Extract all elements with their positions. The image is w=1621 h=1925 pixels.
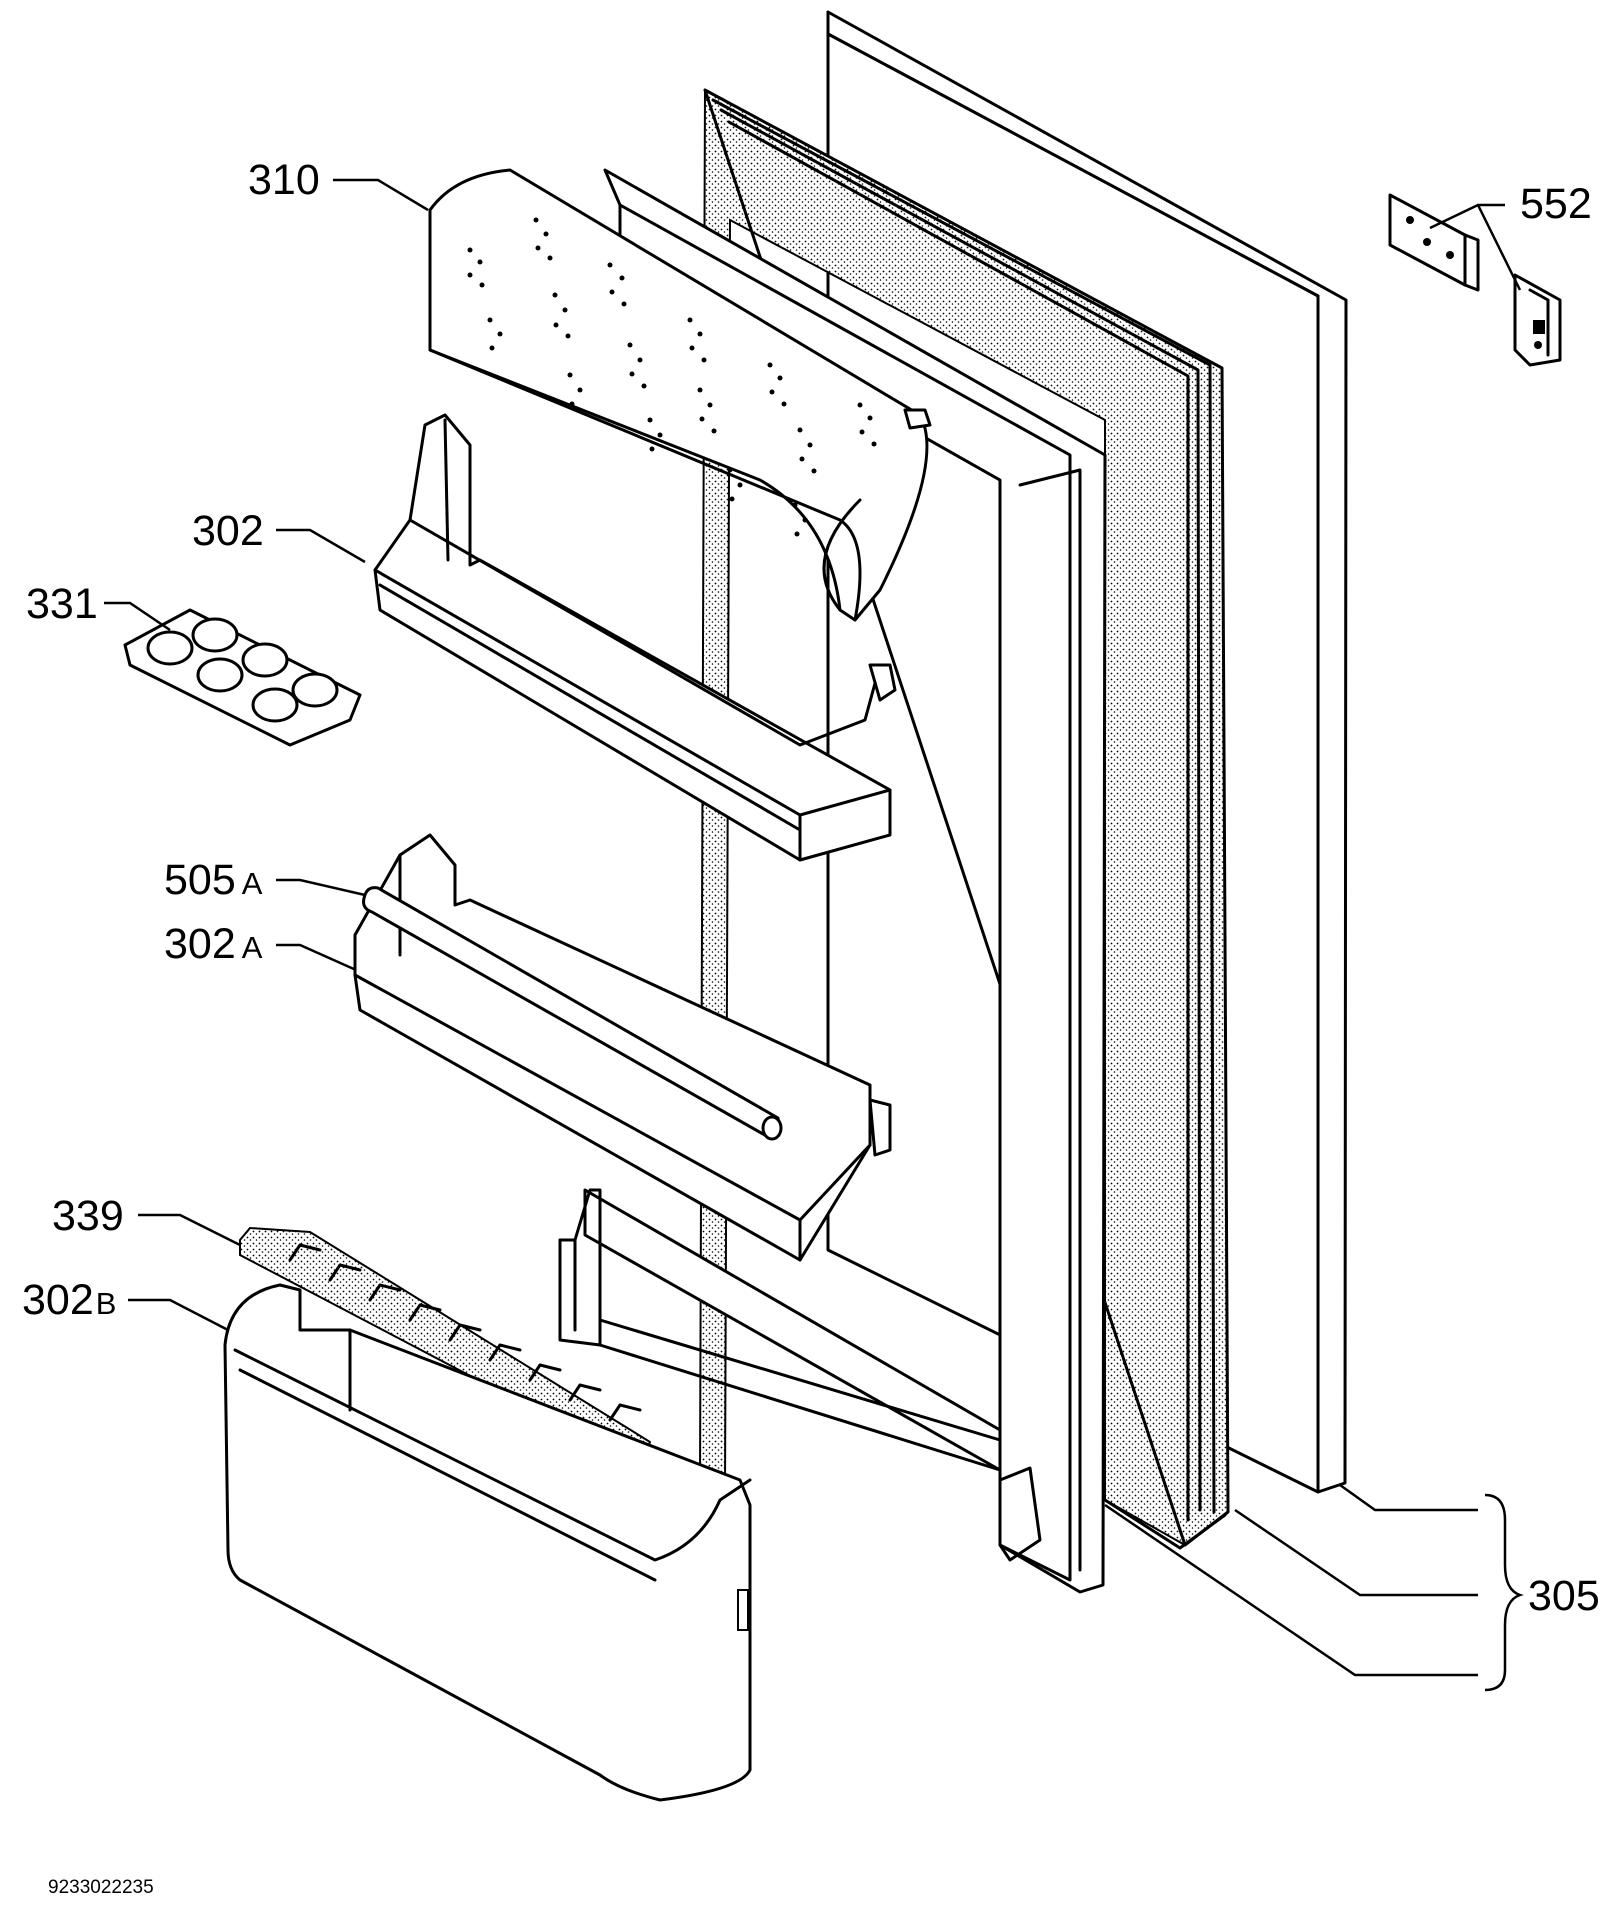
egg-tray-331 <box>123 608 362 747</box>
document-number: 9233022235 <box>48 1877 154 1898</box>
callout-310: 310 <box>248 156 320 204</box>
vent-holes-pattern <box>467 217 877 537</box>
hinge-bracket-552 <box>1388 193 1562 367</box>
leader-lines <box>104 178 1522 1677</box>
callout-305: 305 <box>1528 1572 1600 1620</box>
callout-552: 552 <box>1520 180 1592 228</box>
callout-302b: 302B <box>22 1276 116 1324</box>
door-shelf-302 <box>373 413 897 862</box>
inner-door-liner <box>558 168 1107 1594</box>
callout-339: 339 <box>52 1192 124 1240</box>
callout-302: 302 <box>192 507 264 555</box>
dairy-lid-310 <box>428 168 932 622</box>
bottle-rail-505a <box>362 886 783 1141</box>
door-shelf-302b <box>223 1283 752 1802</box>
group-bracket-305 <box>1484 1493 1524 1692</box>
callout-331: 331 <box>26 580 98 628</box>
